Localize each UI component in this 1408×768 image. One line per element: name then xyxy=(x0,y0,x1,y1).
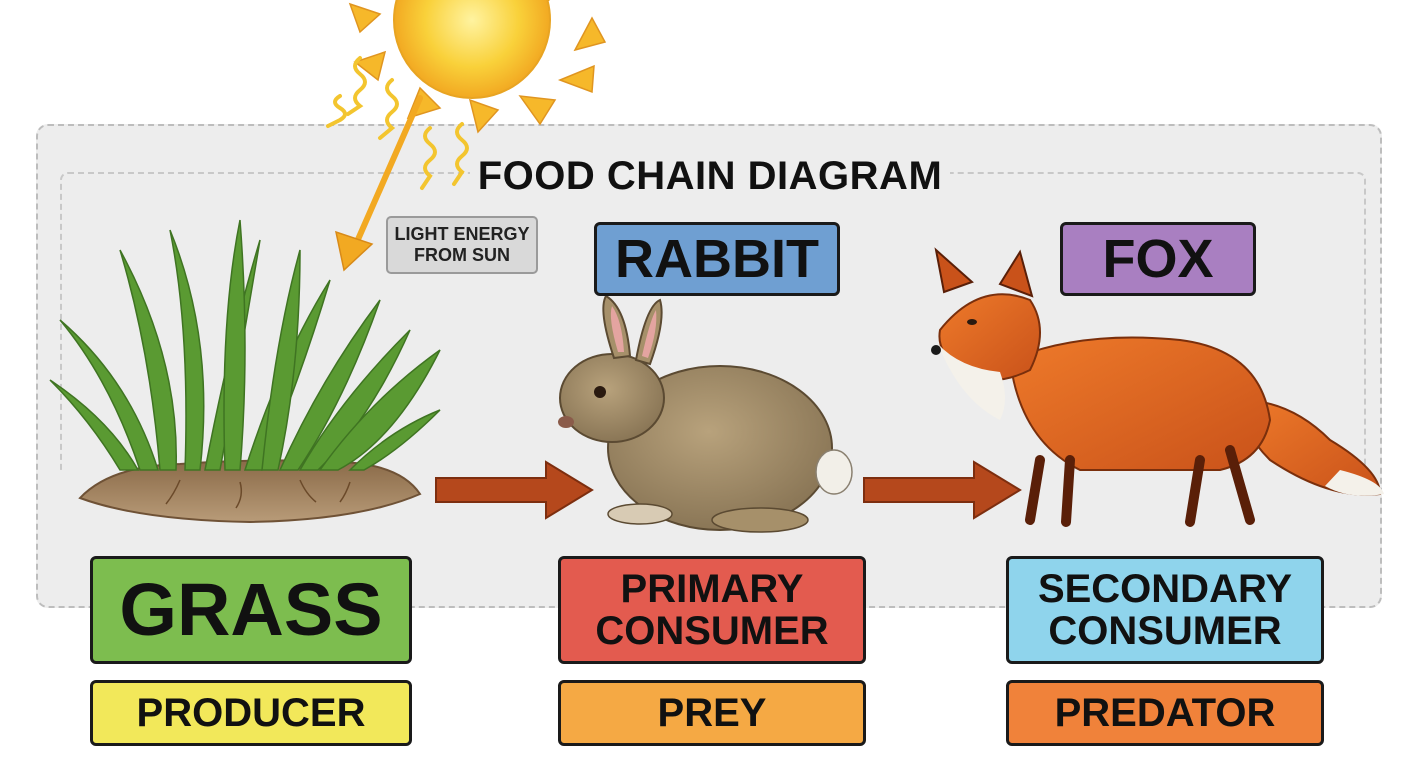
light-energy-label: LIGHT ENERGY FROM SUN xyxy=(386,216,538,274)
rabbit-icon xyxy=(558,294,853,533)
rabbit-name-label: RABBIT xyxy=(594,222,840,296)
secondary-consumer-label: SECONDARY CONSUMER xyxy=(1006,556,1324,664)
primary-consumer-line-1: PRIMARY xyxy=(620,567,804,611)
arrow-icon xyxy=(435,460,594,520)
secondary-consumer-line-1: SECONDARY xyxy=(1037,567,1293,611)
light-rays xyxy=(326,56,469,190)
primary-consumer-label: PRIMARY CONSUMER xyxy=(558,556,866,664)
light-energy-line-1: LIGHT ENERGY xyxy=(394,224,530,245)
arrow-icon-2 xyxy=(863,460,1022,520)
grass-icon xyxy=(49,219,441,524)
prey-label: PREY xyxy=(558,680,866,746)
predator-label: PREDATOR xyxy=(1006,680,1324,746)
producer-label: PRODUCER xyxy=(90,680,412,746)
primary-consumer-line-2: CONSUMER xyxy=(595,609,829,653)
light-arrow xyxy=(334,95,423,272)
light-energy-line-2: FROM SUN xyxy=(413,245,510,265)
sun-icon xyxy=(348,0,607,134)
sun-disc xyxy=(393,0,551,99)
fox-name-label: FOX xyxy=(1060,222,1256,296)
fox-icon xyxy=(931,247,1384,527)
diagram-title: FOOD CHAIN DIAGRAM xyxy=(470,150,950,202)
grass-name-label: GRASS xyxy=(90,556,412,664)
secondary-consumer-line-2: CONSUMER xyxy=(1048,609,1282,653)
